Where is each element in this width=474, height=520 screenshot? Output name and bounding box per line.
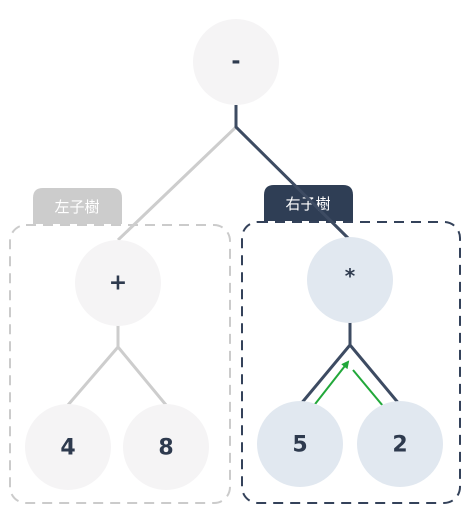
node-4-label: 4 <box>60 436 75 461</box>
edge-plus-to-8 <box>116 322 168 406</box>
node-2-label: 2 <box>392 433 407 458</box>
left-subtree-frame <box>9 224 231 504</box>
node-8-label: 8 <box>158 436 173 461</box>
arrow-up-icon <box>311 360 350 409</box>
node-5: 5 <box>257 401 343 487</box>
edge-plus-to-4 <box>66 322 120 406</box>
traversal-arrows <box>311 360 390 414</box>
edge-root-to-times <box>234 105 352 242</box>
node-times-label: * <box>345 264 356 288</box>
left-subtree-tag-label: 左子樹 <box>54 198 99 216</box>
edge-root-to-plus <box>116 105 238 242</box>
edge-times-to-2 <box>348 322 402 406</box>
right-subtree-frame <box>241 221 461 504</box>
node-plus-label: + <box>109 271 127 296</box>
right-subtree-tag: 右子樹 <box>264 185 353 221</box>
node-5-label: 5 <box>292 433 307 458</box>
node-root: - <box>193 19 279 105</box>
node-times: * <box>307 237 393 323</box>
node-4: 4 <box>25 404 111 490</box>
node-2: 2 <box>357 401 443 487</box>
tree-edges <box>66 105 402 406</box>
node-8: 8 <box>123 404 209 490</box>
node-plus: + <box>75 240 161 326</box>
node-root-label: - <box>231 50 240 75</box>
left-subtree-tag: 左子樹 <box>33 188 122 224</box>
